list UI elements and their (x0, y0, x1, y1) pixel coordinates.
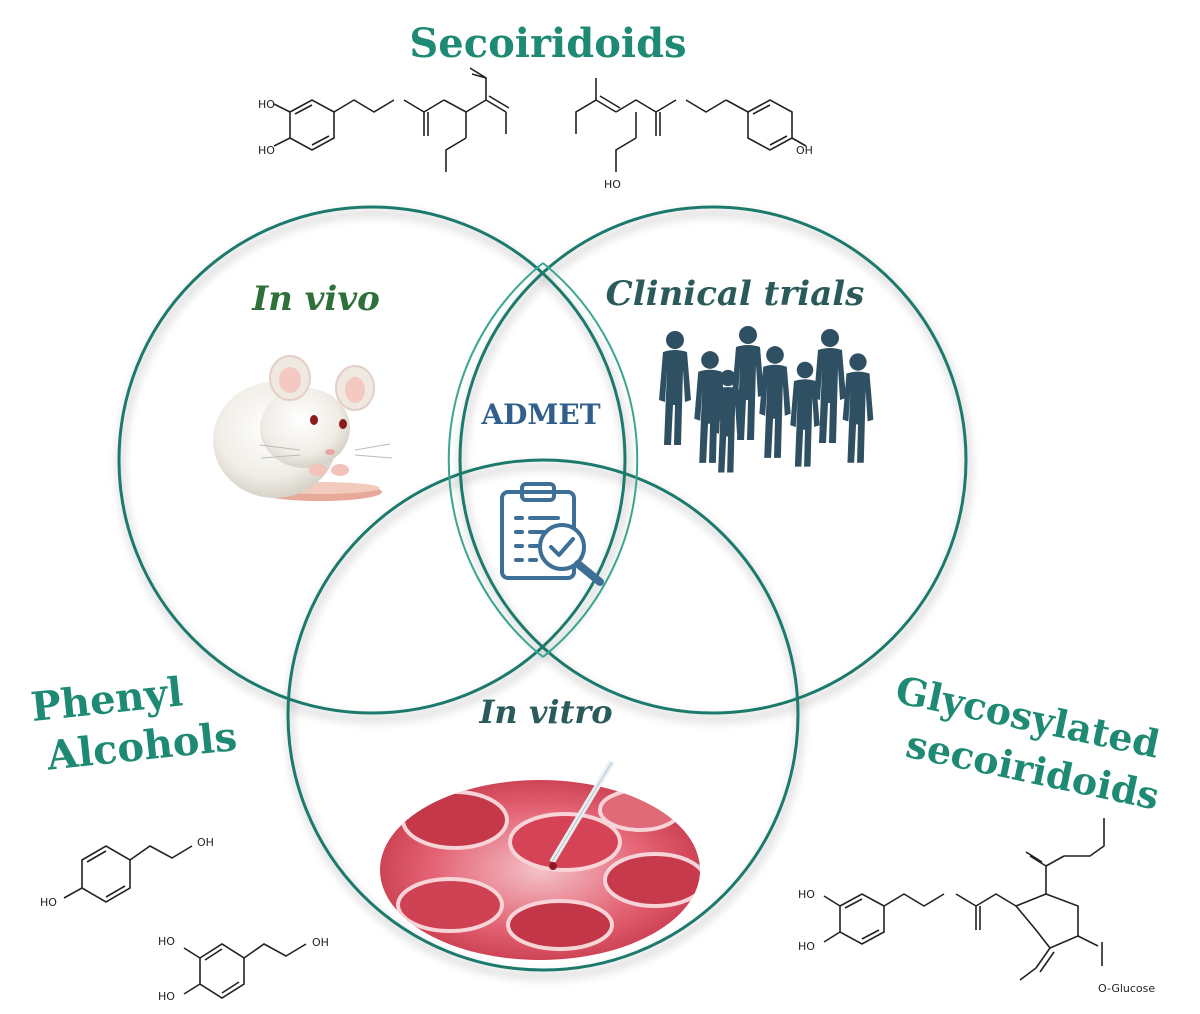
chem-ho-label: HO (258, 98, 275, 111)
circle-clinical-trials (458, 205, 968, 715)
circle-in-vitro (286, 458, 800, 972)
venn-circles (117, 205, 968, 972)
person-silhouette-icon (759, 346, 791, 458)
phenyl-alcohols-title: Phenyl Alcohols (29, 668, 239, 779)
structure-secoiridoid-2 (575, 78, 807, 172)
chem-ho-label: HO (158, 990, 175, 1003)
culture-plate-icon (380, 760, 700, 960)
person-silhouette-icon (694, 351, 726, 463)
person-silhouette-icon (790, 361, 820, 467)
chem-ho-label: HO (258, 144, 275, 157)
clinical-trials-label: Clinical trials (606, 274, 865, 314)
structure-hydroxytyrosol (183, 943, 307, 999)
structure-oleuropein (823, 818, 1105, 981)
chem-o-glucose-label: O-Glucose (1098, 982, 1155, 995)
mouse-icon (213, 355, 393, 501)
chemical-structures (63, 67, 1105, 999)
chem-ho-label: HO (798, 940, 815, 953)
person-silhouette-icon (842, 353, 874, 463)
chem-atom-labels: HO HO OH HO OH HO HO OH HO HO HO O-Gluco… (40, 98, 1155, 1003)
people-silhouettes-icon (659, 326, 874, 473)
inner-overlap-arcs (447, 262, 639, 658)
structure-tyrosol (63, 845, 193, 903)
person-silhouette-icon (713, 369, 743, 473)
person-silhouette-icon (659, 331, 691, 445)
glycosylated-secoiridoids-title: Glycosylated secoiridoids (892, 667, 1164, 819)
chem-ho-label: HO (40, 896, 57, 909)
person-silhouette-icon (814, 329, 846, 443)
chem-oh-label: OH (197, 836, 214, 849)
in-vivo-label: In vivo (251, 279, 380, 319)
chem-ho-label: HO (604, 178, 621, 191)
circle-in-vivo (117, 205, 627, 715)
chem-oh-label: OH (796, 144, 813, 157)
structure-secoiridoid-1 (273, 67, 510, 172)
secoiridoids-title: Secoiridoids (409, 20, 686, 67)
in-vitro-label: In vitro (478, 693, 612, 731)
chem-oh-label: OH (312, 936, 329, 949)
admet-label: ADMET (480, 398, 600, 431)
chem-ho-label: HO (158, 935, 175, 948)
clipboard-check-icon (500, 482, 604, 586)
chem-ho-label: HO (798, 888, 815, 901)
